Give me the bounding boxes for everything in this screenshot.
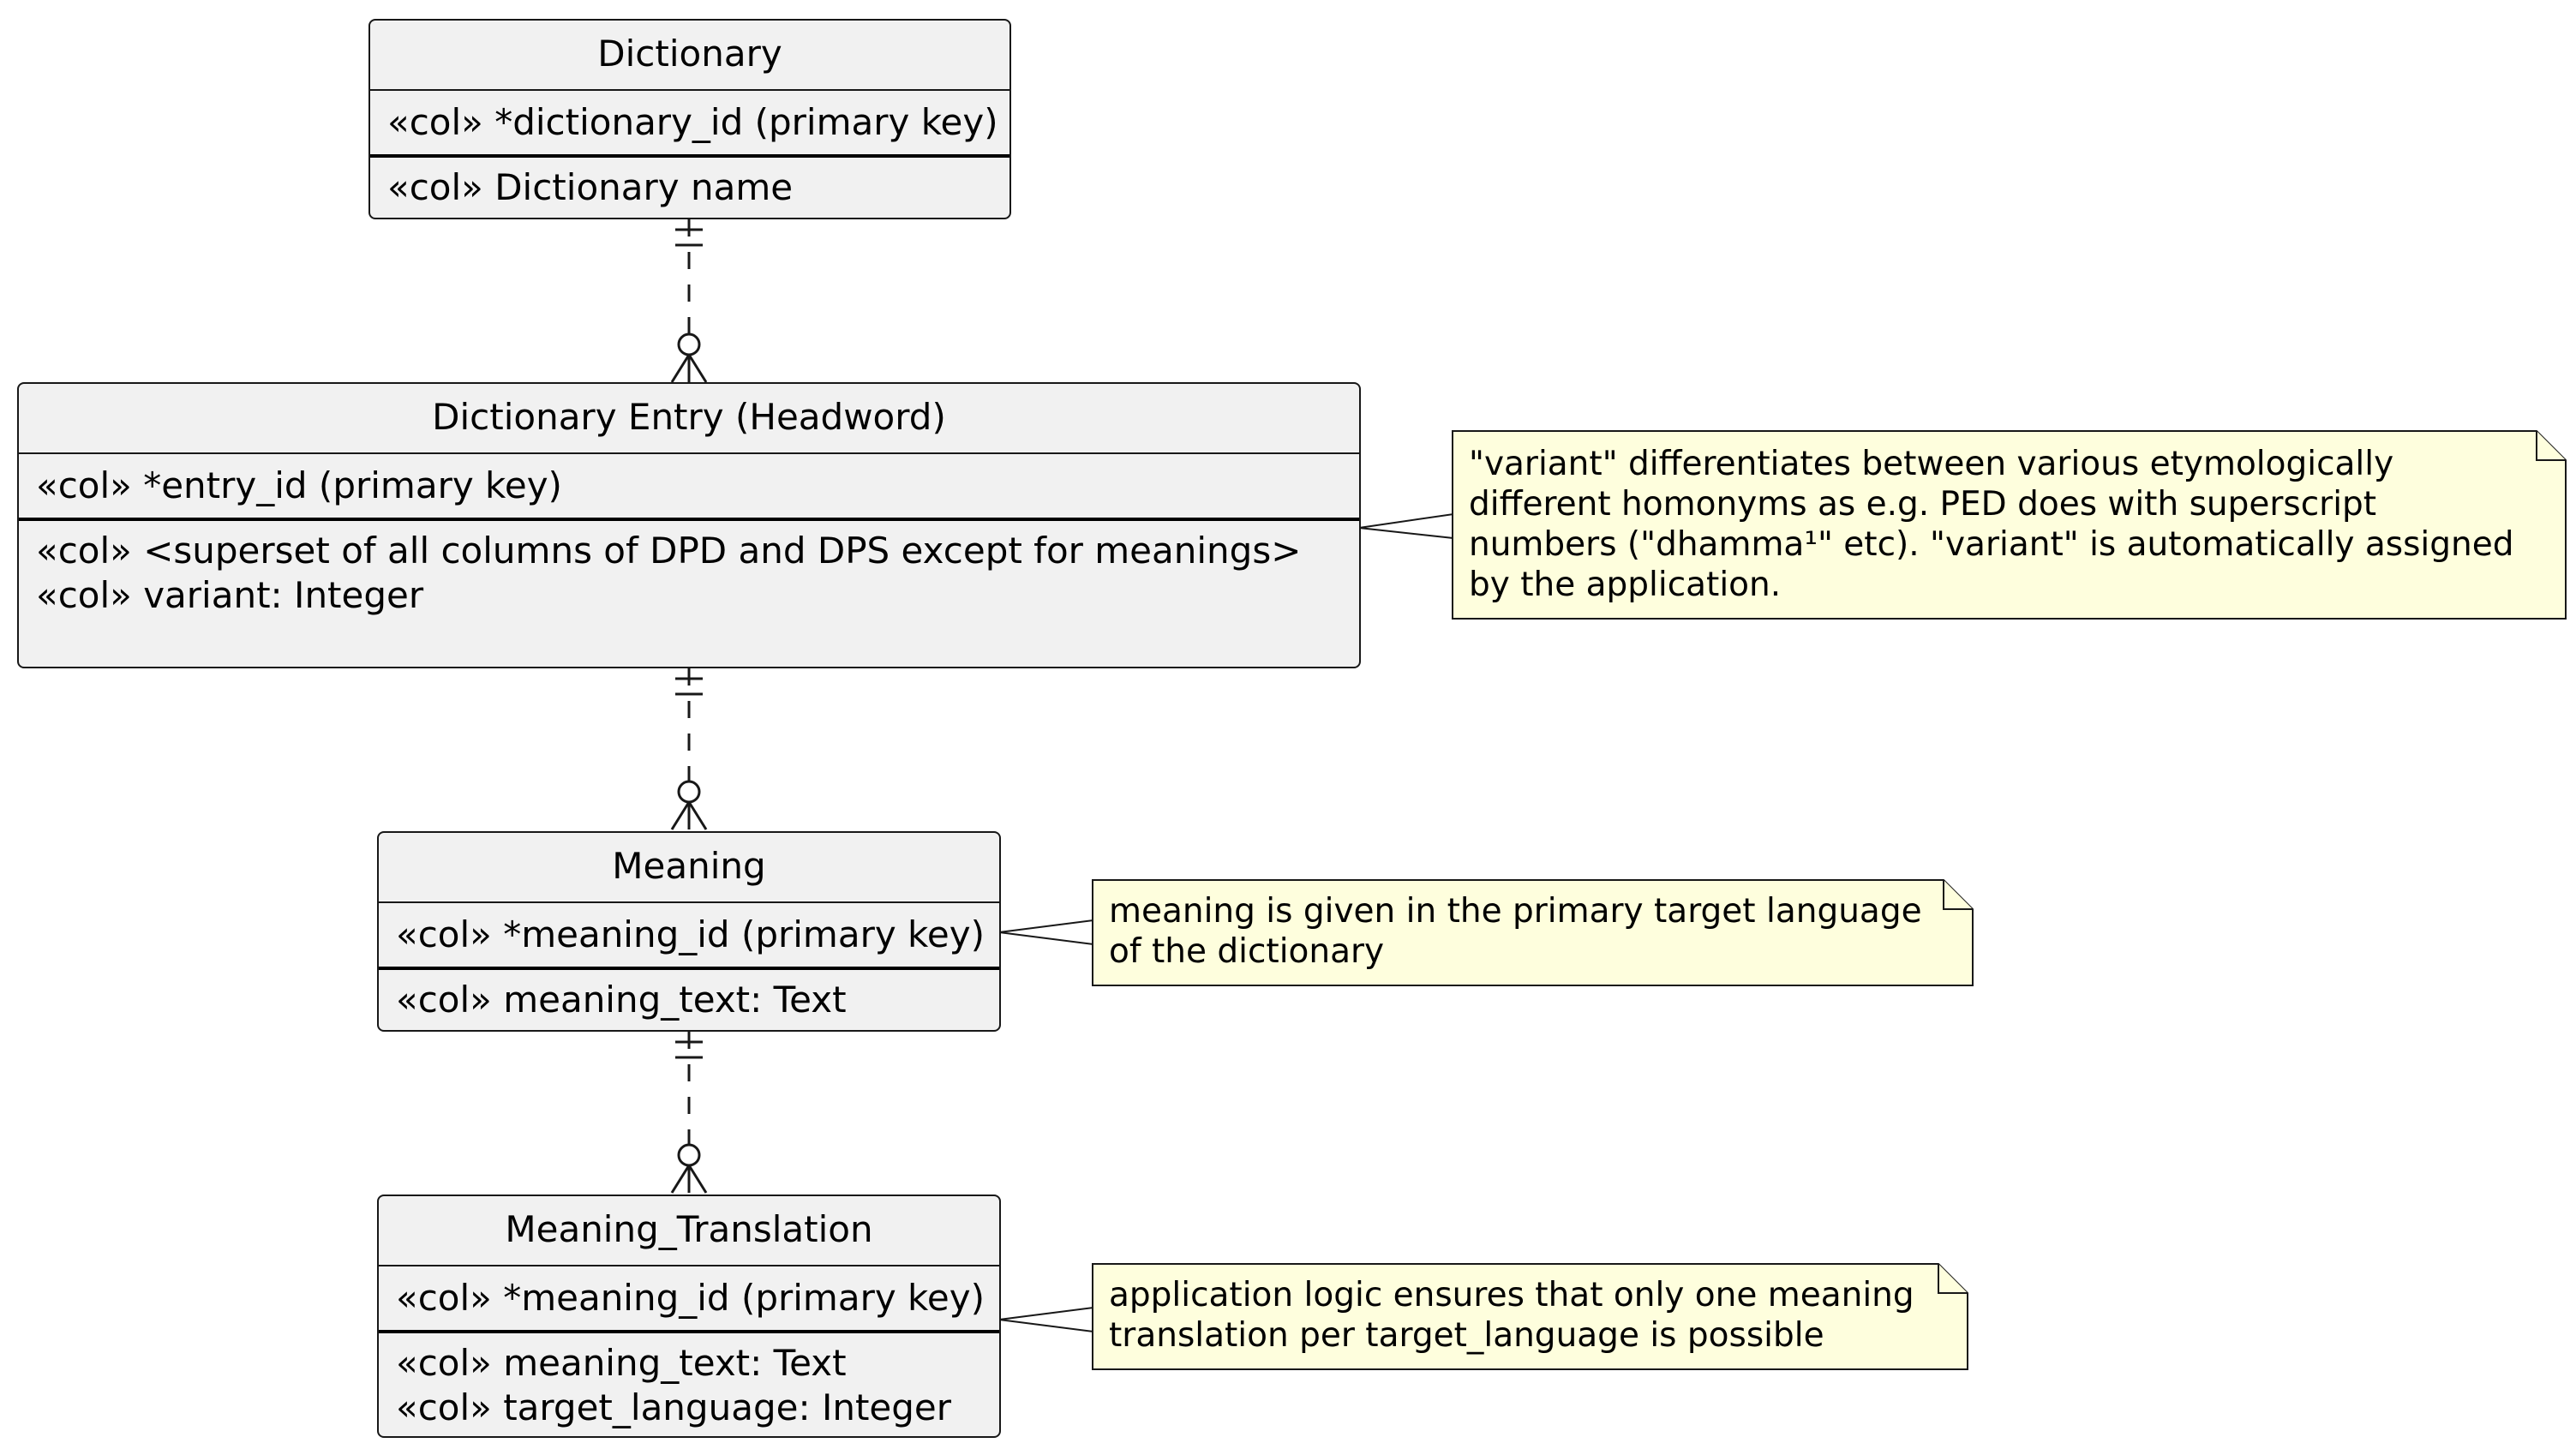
- note-anchor-meaning: [998, 919, 1094, 946]
- note-line: translation per target_language is possi…: [1109, 1316, 1824, 1355]
- zero-circle: [677, 332, 701, 356]
- note-line: numbers ("dhamma¹" etc). "variant" is au…: [1469, 525, 2514, 564]
- note-line: of the dictionary: [1109, 932, 1385, 971]
- entity-dictionary: Dictionary «col» *dictionary_id (primary…: [368, 19, 1011, 219]
- crowfoot-right: [687, 354, 708, 383]
- relationship-meaning-translation: [670, 1032, 708, 1194]
- entity-field: «col» Dictionary name: [387, 166, 794, 208]
- entity-key-field: «col» *dictionary_id (primary key): [387, 101, 998, 143]
- entity-title: Meaning: [612, 845, 766, 887]
- note-shape: [1092, 879, 1974, 986]
- entity-field: «col» <superset of all columns of DPD an…: [36, 530, 1302, 572]
- note-anchor-translation: [998, 1306, 1094, 1333]
- entity-meaning-translation: Meaning_Translation «col» *meaning_id (p…: [377, 1195, 1001, 1438]
- entity-key-field: «col» *meaning_id (primary key): [396, 1277, 985, 1319]
- note-line: "variant" differentiates between various…: [1469, 445, 2394, 483]
- entity-title: Dictionary Entry (Headword): [432, 396, 946, 438]
- entity-field: «col» meaning_text: Text: [396, 979, 847, 1021]
- entity-field: «col» variant: Integer: [36, 574, 424, 616]
- entity-title: Meaning_Translation: [505, 1208, 873, 1250]
- entity-dictionary-entry: Dictionary Entry (Headword) «col» *entry…: [17, 382, 1361, 668]
- note-translation: application logic ensures that only one …: [1092, 1263, 1969, 1371]
- key-separator: [370, 154, 1009, 158]
- note-line: different homonyms as e.g. PED does with…: [1469, 485, 2377, 524]
- note-anchor-variant: [1358, 512, 1454, 540]
- entity-field: «col» meaning_text: Text: [396, 1342, 847, 1384]
- note-line: meaning is given in the primary target l…: [1109, 892, 1922, 931]
- entity-meaning: Meaning «col» *meaning_id (primary key) …: [377, 831, 1001, 1032]
- title-separator: [19, 452, 1359, 454]
- note-meaning: meaning is given in the primary target l…: [1092, 879, 1974, 987]
- entity-field: «col» target_language: Integer: [396, 1386, 952, 1428]
- key-separator: [19, 518, 1359, 521]
- title-separator: [379, 901, 999, 903]
- note-line: application logic ensures that only one …: [1109, 1276, 1914, 1314]
- title-separator: [370, 89, 1009, 91]
- entity-key-field: «col» *entry_id (primary key): [36, 464, 562, 506]
- relationship-dictionary-entry: [670, 219, 708, 383]
- note-shape: [1452, 430, 2567, 620]
- note-line: by the application.: [1469, 566, 1782, 604]
- relationship-entry-meaning: [670, 668, 708, 830]
- key-separator: [379, 967, 999, 970]
- key-separator: [379, 1330, 999, 1333]
- entity-key-field: «col» *meaning_id (primary key): [396, 913, 985, 955]
- title-separator: [379, 1265, 999, 1266]
- note-variant: "variant" differentiates between various…: [1452, 430, 2567, 620]
- crowfoot-left: [670, 354, 691, 383]
- note-shape: [1092, 1263, 1968, 1370]
- entity-title: Dictionary: [597, 33, 782, 75]
